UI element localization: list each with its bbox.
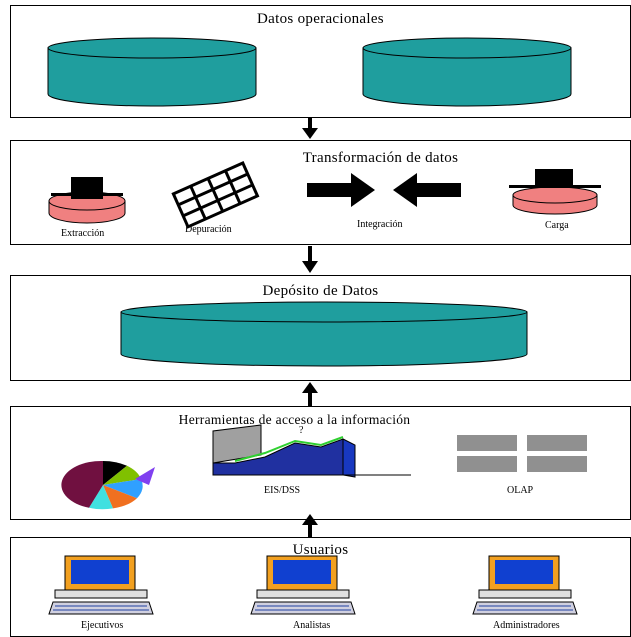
users-panel: Usuarios Ejecutivos Analistas Ad (10, 537, 631, 637)
computer-icon (472, 555, 578, 615)
tools-title: Herramientas de acceso a la información (178, 412, 411, 427)
olap-label: OLAP (507, 485, 534, 496)
pie-chart-icon (61, 460, 155, 510)
cylinder-icon (47, 37, 257, 107)
arrow-up-icon (302, 514, 318, 538)
disk-read-icon (48, 177, 126, 224)
arrow-down-icon (302, 246, 318, 273)
operational-data-panel: Datos operacionales (10, 5, 631, 118)
arrow-down-icon (302, 118, 318, 139)
users-title: Usuarios (292, 542, 349, 558)
step-cleansing-label: Depuración (185, 224, 232, 235)
transformation-title: Transformación de datos (302, 150, 459, 166)
grid-icon (171, 161, 260, 229)
area-chart-icon (212, 424, 411, 478)
question-mark: ? (299, 425, 304, 436)
disk-write-icon (509, 169, 601, 215)
warehouse-panel: Depósito de Datos (10, 275, 631, 381)
step-integration-label: Integración (357, 219, 403, 230)
transformation-panel: Transformación de datos Extracción Depur… (10, 140, 631, 245)
computer-icon (250, 555, 356, 615)
cylinder-icon (362, 37, 572, 107)
user-group-analysts: Analistas (293, 620, 331, 631)
step-extraction-label: Extracción (61, 228, 105, 239)
computer-icon (48, 555, 154, 615)
converging-arrows-icon (307, 173, 461, 207)
olap-grid-icon (457, 435, 587, 472)
arrow-up-icon (302, 382, 318, 406)
tools-panel: Herramientas de acceso a la información … (10, 406, 631, 520)
operational-data-title: Datos operacionales (257, 11, 384, 27)
eis-dss-label: EIS/DSS (264, 485, 301, 496)
warehouse-title: Depósito de Datos (262, 283, 379, 299)
step-load-label: Carga (545, 220, 569, 231)
user-group-executives: Ejecutivos (81, 620, 124, 631)
cylinder-icon (120, 301, 528, 367)
user-group-administrators: Administradores (493, 620, 560, 631)
